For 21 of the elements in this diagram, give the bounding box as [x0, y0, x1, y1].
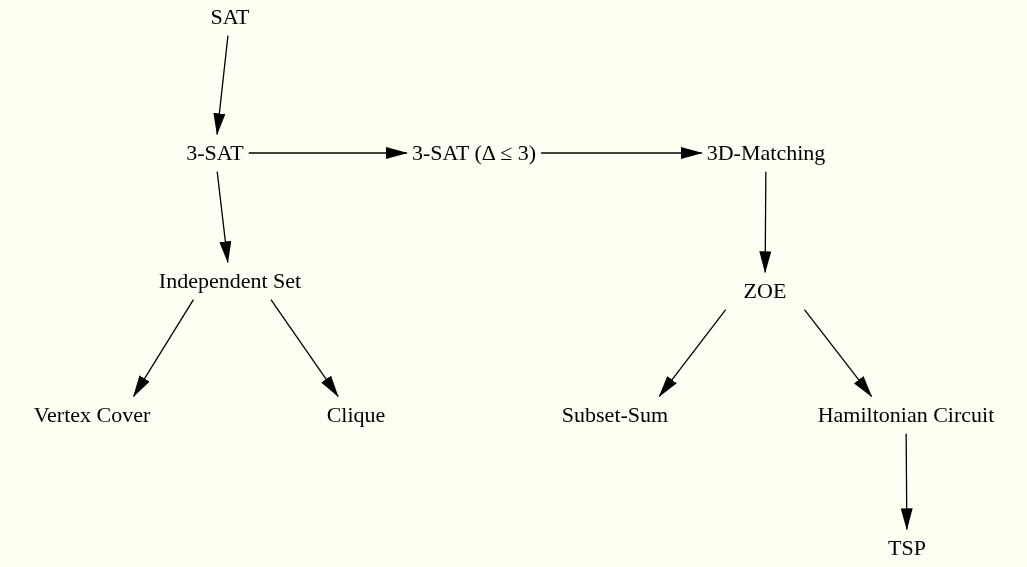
arrow [248, 147, 408, 159]
problem-label: Subset-Sum [560, 400, 670, 430]
arrow [213, 35, 229, 136]
arrow [803, 309, 873, 398]
arrow [540, 147, 703, 159]
arrow [900, 433, 913, 531]
problem-label: 3D-Matching [705, 138, 827, 168]
problem-label: Independent Set [157, 266, 303, 296]
problem-label: 3-SAT (Δ ≤ 3) [410, 138, 538, 168]
problem-label: ZOE [742, 276, 788, 306]
problem-label: 3-SAT [185, 138, 245, 168]
problem-label: Hamiltonian Circuit [816, 400, 996, 430]
problem-label: SAT [209, 2, 251, 32]
problem-label: Vertex Cover [32, 400, 152, 430]
arrow [216, 171, 232, 264]
arrow [270, 299, 339, 398]
arrow [759, 171, 772, 274]
arrow [658, 309, 727, 398]
arrow [132, 299, 195, 398]
problem-label: TSP [887, 533, 927, 563]
problem-label: Clique [325, 400, 387, 430]
